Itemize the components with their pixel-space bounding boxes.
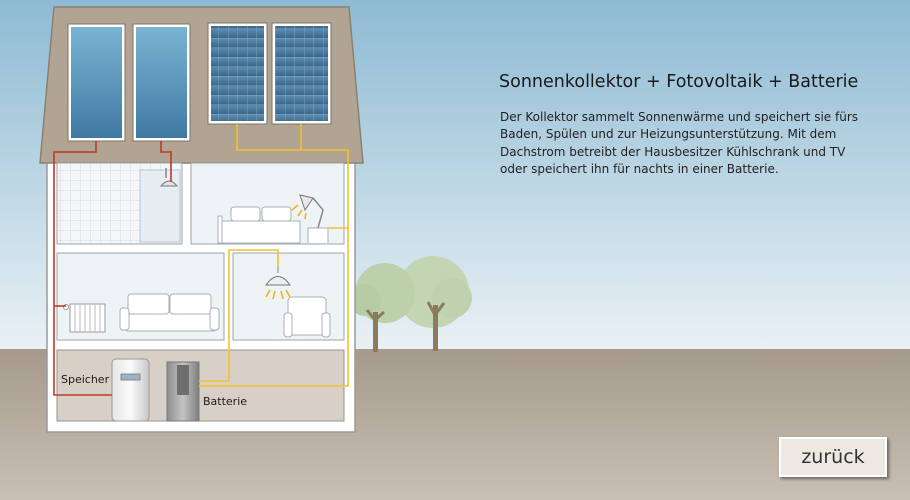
radiator-icon [63,303,106,333]
tree-icon [349,256,472,352]
armchair [283,296,331,338]
sofa [119,293,220,332]
page-title: Sonnenkollektor + Fotovoltaik + Batterie [499,72,859,92]
bed [217,206,301,244]
heat-pipe [53,141,172,396]
label-battery: Batterie [203,395,247,408]
battery-icon [166,361,200,422]
back-button[interactable]: zurück [779,437,887,477]
shower-icon [159,168,179,187]
shower-glass [139,169,181,243]
lamp-icon [291,194,329,243]
boiler-icon [111,358,150,422]
description-text: Der Kollektor sammelt Sonnenwärme und sp… [500,110,859,176]
solar-collector-icon [67,23,191,142]
lamp-icon [265,265,291,300]
label-storage: Speicher [61,373,110,386]
pv-panel-icon [207,22,332,125]
power-line [199,124,349,387]
